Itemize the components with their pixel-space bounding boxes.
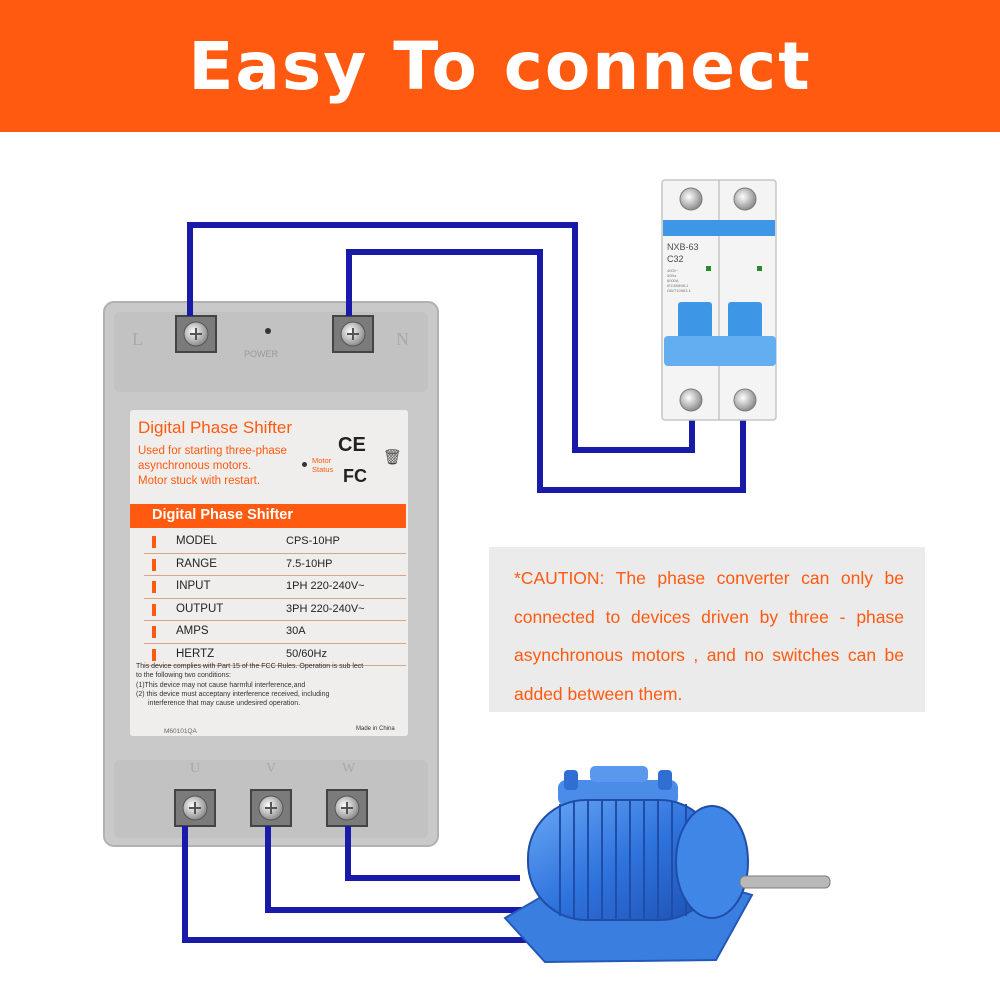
spec-marker [152,626,156,638]
fcc-line: to the following two conditions: [136,672,231,680]
motor-status-led [302,462,307,467]
spec-key: AMPS [176,625,209,637]
breaker-model: NXB-63 [667,242,699,252]
spec-row: AMPS 30A [144,621,406,644]
power-led [265,328,271,334]
banner-title: Easy To connect [188,27,812,105]
fcc-line: This device complies with Part 15 of the… [136,663,364,670]
three-phase-motor [503,766,831,964]
terminal-w-screw [326,789,368,827]
wire-n-to-breaker [346,249,746,493]
fcc-line: (2) this device must acceptany interfere… [136,690,330,698]
device-description: Used for starting three-phase asynchrono… [138,444,303,489]
spec-key: HERTZ [176,647,215,660]
device-title: Digital Phase Shifter [138,418,293,437]
wire-l-to-breaker [187,222,695,453]
wire-u-to-motor [182,826,540,943]
motor-status-line: Motor [312,456,332,465]
terminal-l-screw [175,315,217,353]
made-in-label: Made in China [356,726,395,732]
breaker-fine-3: 6000A [667,278,679,283]
device-description-line: asynchronous motors. [138,460,252,472]
fcc-statement: This device complies with Part 15 of the… [136,662,404,708]
wire-w-to-motor [345,826,520,881]
spec-row: MODEL CPS-10HP [144,531,406,554]
breaker-fine-2: 50Hz [667,273,676,278]
power-label: POWER [244,349,279,359]
terminal-label-v: V [266,761,276,776]
spec-value: 30A [286,625,306,637]
terminal-label-w: W [342,761,356,776]
breaker-screw-bottom-2 [733,388,757,412]
breaker-screw-top-2 [733,187,757,211]
spec-row: OUTPUT 3PH 220-240V~ [144,599,406,621]
motor-end-cap [675,805,749,919]
breaker-screw-top-1 [679,187,703,211]
wires [182,222,746,943]
spec-value: 50/60Hz [286,647,327,660]
terminal-label-u: U [190,761,200,776]
header-banner: Easy To connect [0,0,1000,132]
motor-status-line: Status [312,465,334,474]
spec-row: RANGE 7.5-10HP [144,554,406,576]
spec-value: 3PH 220-240V~ [286,602,365,615]
motor-status-label: Motor Status [312,456,333,474]
weee-bin-icon: 🗑︎ [383,449,403,466]
breaker-fine-1: 400V~ [667,268,679,273]
caution-text: *CAUTION: The phase converter can only b… [514,568,904,704]
spec-marker [152,536,156,548]
device-label-plate: Digital Phase Shifter Used for starting … [129,409,409,737]
terminal-label-n: N [396,329,409,349]
terminal-u-screw [174,789,216,827]
device-description-line: Motor stuck with restart. [138,475,261,487]
fcc-mark-icon: FC [343,466,367,486]
spec-row: INPUT 1PH 220-240V~ [144,576,406,599]
breaker-rating: C32 [667,254,684,264]
breaker-fine-5: GB/T10963.1 [667,288,692,293]
fcc-line: interference that may cause undesired op… [148,700,301,708]
ce-mark-icon: CE [338,434,366,456]
circuit-breaker: NXB-63 C32 400V~ 50Hz 6000A IEC60898-1 G… [661,179,777,421]
spec-value: 1PH 220-240V~ [286,580,365,592]
spec-key: RANGE [176,557,217,570]
spec-value: 7.5-10HP [286,557,333,570]
spec-row: HERTZ 50/60Hz [144,644,406,666]
terminal-v-screw [250,789,292,827]
motor-shaft [739,875,831,889]
spec-value: CPS-10HP [286,535,340,547]
spec-key: OUTPUT [176,602,224,615]
spec-marker [152,558,156,571]
breaker-screw-bottom-1 [679,388,703,412]
spec-key: INPUT [176,580,211,592]
terminal-label-l: L [132,329,143,349]
spec-marker [152,603,156,616]
product-code: M60101QA [164,728,197,735]
fcc-line: (1)This device may not cause harmful int… [136,681,306,689]
breaker-fine-4: IEC60898-1 [667,283,689,288]
spec-table: MODEL CPS-10HP RANGE 7.5-10HP INPUT 1PH 220… [144,531,406,666]
caution-box: *CAUTION: The phase converter can only b… [489,547,925,712]
device-description-line: Used for starting three-phase [138,445,287,457]
spec-key: MODEL [176,535,217,547]
spec-marker [152,648,156,661]
spec-marker [152,581,156,593]
wire-v-to-motor [265,826,525,913]
spec-header: Digital Phase Shifter [130,504,406,528]
terminal-n-screw [332,315,374,353]
spec-title: Digital Phase Shifter [152,507,294,523]
